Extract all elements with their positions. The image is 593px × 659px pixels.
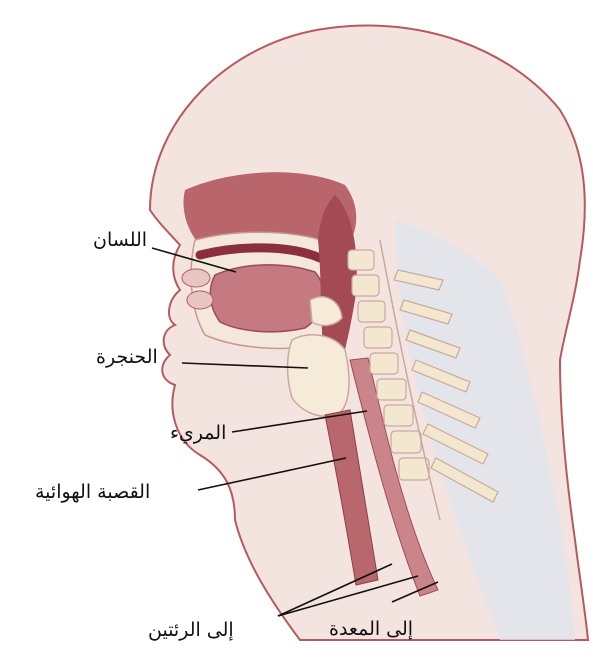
- label-to-lungs: إلى الرئتين: [148, 621, 234, 640]
- label-to-stomach: إلى المعدة: [329, 620, 413, 639]
- label-trachea: القصبة الهوائية: [35, 483, 150, 502]
- label-larynx: الحنجرة: [96, 348, 158, 367]
- label-esophagus: المريء: [170, 424, 226, 443]
- larynx-shape: [288, 335, 350, 417]
- tongue-shape: [210, 265, 323, 332]
- lower-lip: [187, 291, 213, 309]
- upper-lip: [182, 269, 210, 287]
- label-tongue: اللسان: [93, 231, 147, 250]
